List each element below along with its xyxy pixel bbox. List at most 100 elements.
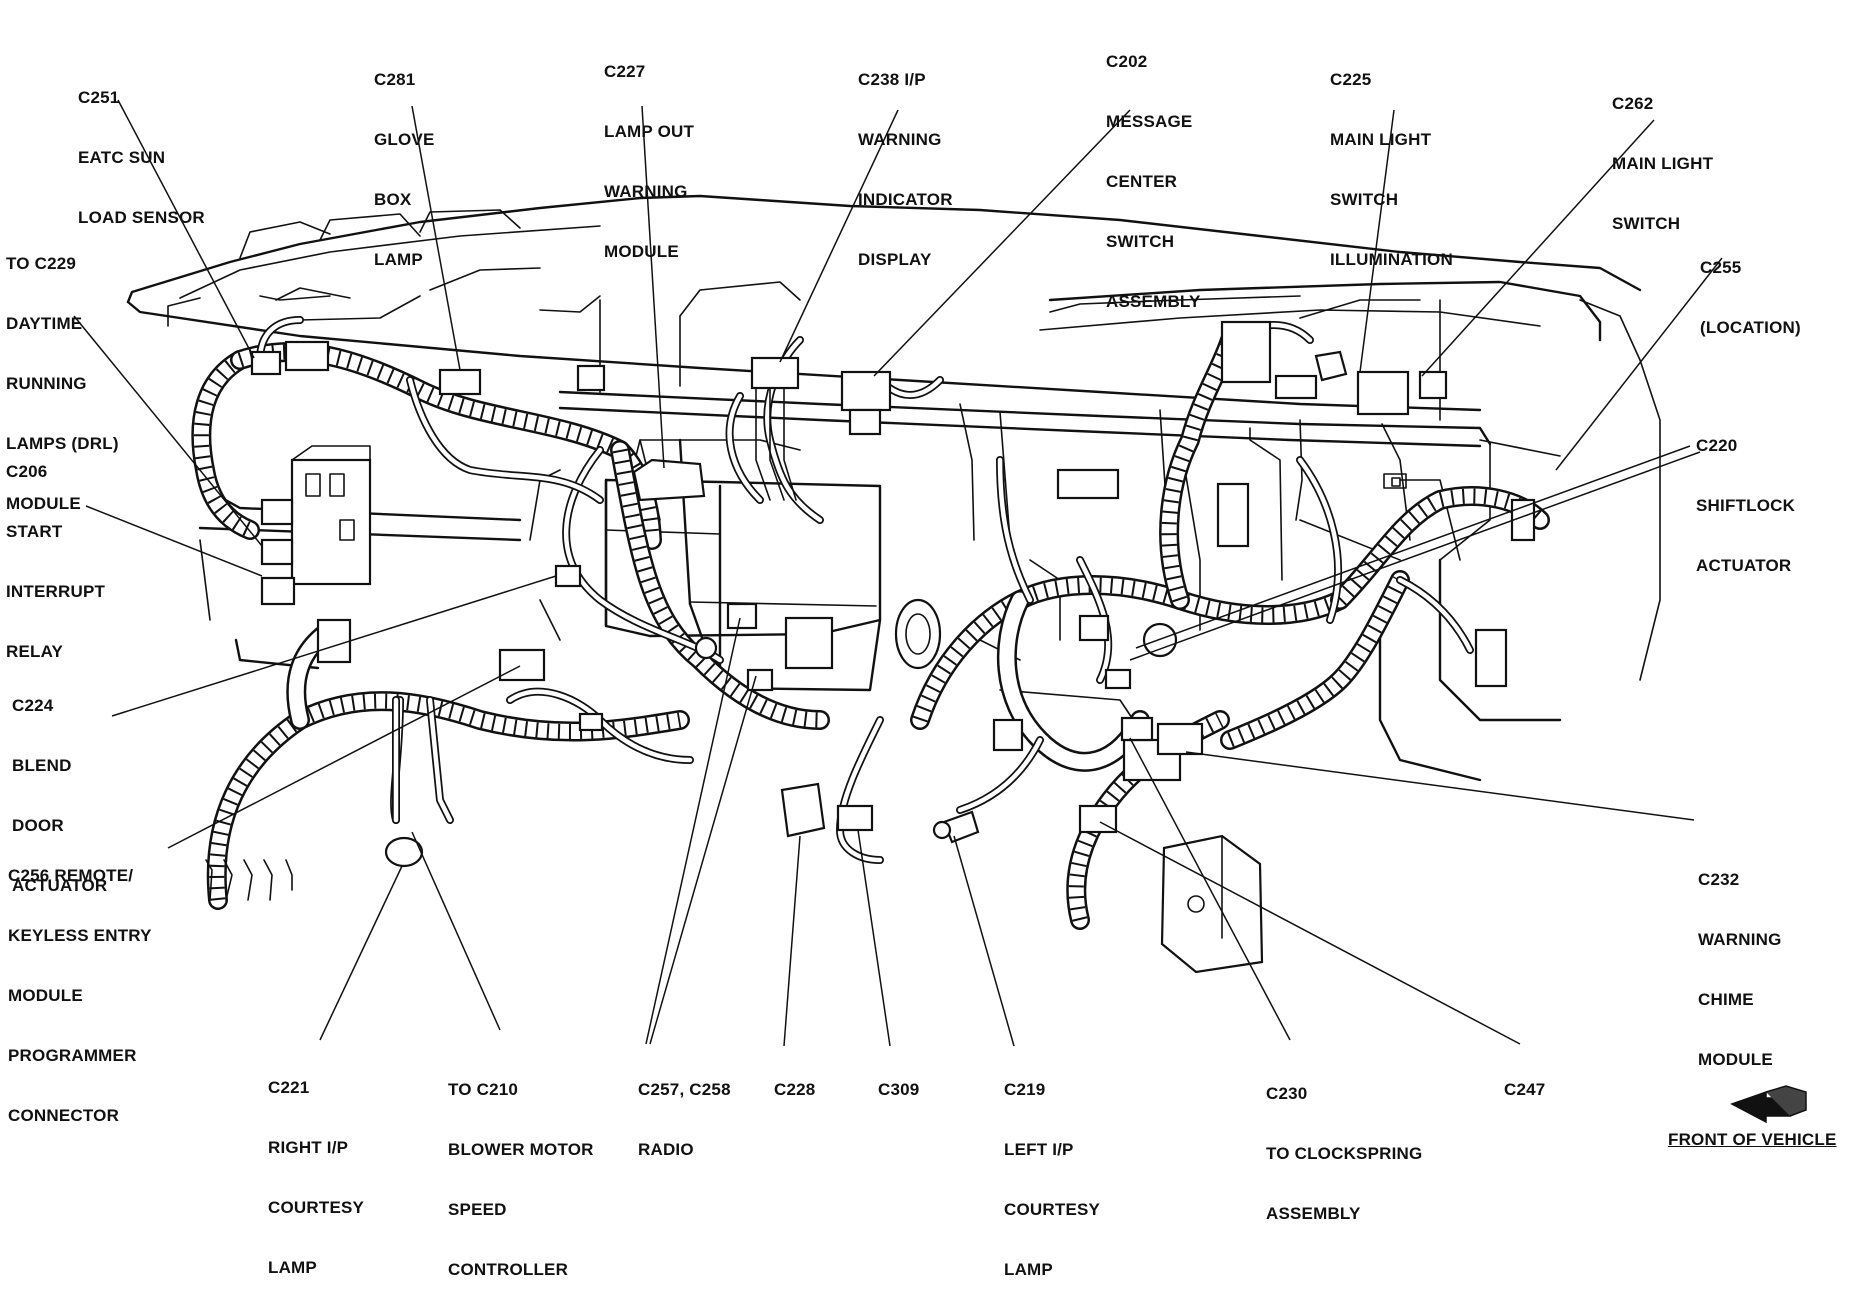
label-c229: TO C229 DAYTIME RUNNING LAMPS (DRL) MODU… bbox=[6, 214, 119, 534]
label-c251-line-2: EATC SUN bbox=[78, 148, 166, 167]
label-c262-line-1: C262 bbox=[1612, 94, 1654, 113]
label-c206-line-3: INTERRUPT bbox=[6, 582, 106, 601]
label-c219-line-1: C219 bbox=[1004, 1080, 1046, 1099]
label-c225-line-3: SWITCH bbox=[1330, 190, 1399, 209]
label-c281-line-2: GLOVE bbox=[374, 130, 435, 149]
label-c224-line-4: ACTUATOR bbox=[12, 876, 108, 895]
label-c257-c258-line-1: C257, C258 bbox=[638, 1080, 731, 1099]
label-c232-line-2: WARNING bbox=[1698, 930, 1782, 949]
label-c230-line-3: ASSEMBLY bbox=[1266, 1204, 1361, 1223]
label-c225: C225 MAIN LIGHT SWITCH ILLUMINATION bbox=[1330, 30, 1453, 290]
label-c225-line-2: MAIN LIGHT bbox=[1330, 130, 1432, 149]
label-c221: C221 RIGHT I/P COURTESY LAMP bbox=[268, 1038, 364, 1298]
label-c238-line-2: WARNING bbox=[858, 130, 942, 149]
label-c251-line-1: C251 bbox=[78, 88, 120, 107]
label-c210: TO C210 BLOWER MOTOR SPEED CONTROLLER bbox=[448, 1040, 594, 1300]
label-c202-line-2: MESSAGE bbox=[1106, 112, 1193, 131]
label-c256-line-2: KEYLESS ENTRY bbox=[8, 926, 152, 945]
label-c210-line-4: CONTROLLER bbox=[448, 1260, 569, 1279]
label-c221-line-3: COURTESY bbox=[268, 1198, 365, 1217]
label-c228-line-1: C228 bbox=[774, 1080, 816, 1099]
label-c202: C202 MESSAGE CENTER SWITCH ASSEMBLY bbox=[1106, 12, 1201, 332]
label-c255-line-2: (LOCATION) bbox=[1700, 318, 1801, 337]
label-c281-line-4: LAMP bbox=[374, 250, 423, 269]
instrument-panel-wiring-diagram bbox=[73, 99, 1807, 1124]
label-c225-line-1: C225 bbox=[1330, 70, 1372, 89]
label-c229-line-1: TO C229 bbox=[6, 254, 77, 273]
label-c230: C230 TO CLOCKSPRING ASSEMBLY bbox=[1266, 1044, 1422, 1244]
front-of-vehicle-arrow-icon bbox=[1730, 1085, 1807, 1124]
label-c219-line-3: COURTESY bbox=[1004, 1200, 1101, 1219]
label-c227-line-3: WARNING bbox=[604, 182, 688, 201]
label-c238: C238 I/P WARNING INDICATOR DISPLAY bbox=[858, 30, 953, 290]
label-c220: C220 SHIFTLOCK ACTUATOR bbox=[1696, 396, 1795, 596]
label-c227-line-1: C227 bbox=[604, 62, 646, 81]
label-c202-line-3: CENTER bbox=[1106, 172, 1178, 191]
label-c251-line-3: LOAD SENSOR bbox=[78, 208, 205, 227]
label-c256-line-5: CONNECTOR bbox=[8, 1106, 120, 1125]
label-c255-line-1: C255 bbox=[1700, 258, 1742, 277]
label-c220-line-2: SHIFTLOCK bbox=[1696, 496, 1796, 515]
label-c232: C232 WARNING CHIME MODULE bbox=[1698, 830, 1782, 1090]
label-c224-line-1: C224 bbox=[12, 696, 54, 715]
label-c210-line-1: TO C210 bbox=[448, 1080, 519, 1099]
front-of-vehicle-label: FRONT OF VEHICLE bbox=[1668, 1130, 1837, 1149]
label-c255: C255 (LOCATION) bbox=[1700, 218, 1801, 358]
label-c224: C224 BLEND DOOR ACTUATOR bbox=[12, 656, 107, 916]
label-c221-line-1: C221 bbox=[268, 1078, 310, 1097]
label-c206-line-4: RELAY bbox=[6, 642, 64, 661]
label-c224-line-3: DOOR bbox=[12, 816, 64, 835]
label-c229-line-5: MODULE bbox=[6, 494, 81, 513]
label-c228: C228 bbox=[774, 1040, 815, 1120]
label-c251: C251 EATC SUN LOAD SENSOR bbox=[78, 48, 205, 248]
label-c230-line-2: TO CLOCKSPRING bbox=[1266, 1144, 1423, 1163]
label-c206-line-1: C206 bbox=[6, 462, 48, 481]
label-c262: C262 MAIN LIGHT SWITCH bbox=[1612, 54, 1713, 254]
label-c232-line-1: C232 bbox=[1698, 870, 1740, 889]
label-c202-line-4: SWITCH bbox=[1106, 232, 1175, 251]
label-c202-line-5: ASSEMBLY bbox=[1106, 292, 1201, 311]
label-c210-line-2: BLOWER MOTOR bbox=[448, 1140, 594, 1159]
label-c238-line-1: C238 I/P bbox=[858, 70, 926, 89]
label-c227-line-4: MODULE bbox=[604, 242, 679, 261]
label-c247: C247 bbox=[1504, 1040, 1545, 1120]
label-c224-line-2: BLEND bbox=[12, 756, 72, 775]
label-c219-line-4: LAMP bbox=[1004, 1260, 1053, 1279]
label-c219: C219 LEFT I/P COURTESY LAMP bbox=[1004, 1040, 1100, 1300]
label-c229-line-2: DAYTIME bbox=[6, 314, 83, 333]
label-c281: C281 GLOVE BOX LAMP bbox=[374, 30, 435, 290]
label-c221-line-4: LAMP bbox=[268, 1258, 317, 1277]
label-c262-line-2: MAIN LIGHT bbox=[1612, 154, 1714, 173]
label-c202-line-1: C202 bbox=[1106, 52, 1148, 71]
label-c227: C227 LAMP OUT WARNING MODULE bbox=[604, 22, 694, 282]
label-c230-line-1: C230 bbox=[1266, 1084, 1308, 1103]
label-c221-line-2: RIGHT I/P bbox=[268, 1138, 349, 1157]
label-c238-line-3: INDICATOR bbox=[858, 190, 953, 209]
label-c256-line-4: PROGRAMMER bbox=[8, 1046, 137, 1065]
label-c220-line-3: ACTUATOR bbox=[1696, 556, 1792, 575]
label-c257-c258: C257, C258 RADIO bbox=[638, 1040, 731, 1180]
label-c256: C256 REMOTE/ KEYLESS ENTRY MODULE PROGRA… bbox=[8, 826, 152, 1146]
label-c220-line-1: C220 bbox=[1696, 436, 1738, 455]
label-c281-line-3: BOX bbox=[374, 190, 412, 209]
label-c206-line-2: START bbox=[6, 522, 63, 541]
label-c210-line-3: SPEED bbox=[448, 1200, 507, 1219]
leader-lines bbox=[73, 99, 1723, 1047]
label-c256-line-1: C256 REMOTE/ bbox=[8, 866, 134, 885]
label-c219-line-2: LEFT I/P bbox=[1004, 1140, 1074, 1159]
label-c309-line-1: C309 bbox=[878, 1080, 920, 1099]
label-c229-line-4: LAMPS (DRL) bbox=[6, 434, 119, 453]
label-c232-line-3: CHIME bbox=[1698, 990, 1754, 1009]
label-c262-line-3: SWITCH bbox=[1612, 214, 1681, 233]
label-c232-line-4: MODULE bbox=[1698, 1050, 1773, 1069]
label-c281-line-1: C281 bbox=[374, 70, 416, 89]
label-c206: C206 START INTERRUPT RELAY bbox=[6, 422, 105, 682]
label-c309: C309 bbox=[878, 1040, 919, 1120]
label-c225-line-4: ILLUMINATION bbox=[1330, 250, 1453, 269]
label-c229-line-3: RUNNING bbox=[6, 374, 87, 393]
label-c238-line-4: DISPLAY bbox=[858, 250, 932, 269]
connectors bbox=[250, 320, 1536, 974]
label-c257-c258-line-2: RADIO bbox=[638, 1140, 694, 1159]
label-c247-line-1: C247 bbox=[1504, 1080, 1546, 1099]
label-c256-line-3: MODULE bbox=[8, 986, 83, 1005]
